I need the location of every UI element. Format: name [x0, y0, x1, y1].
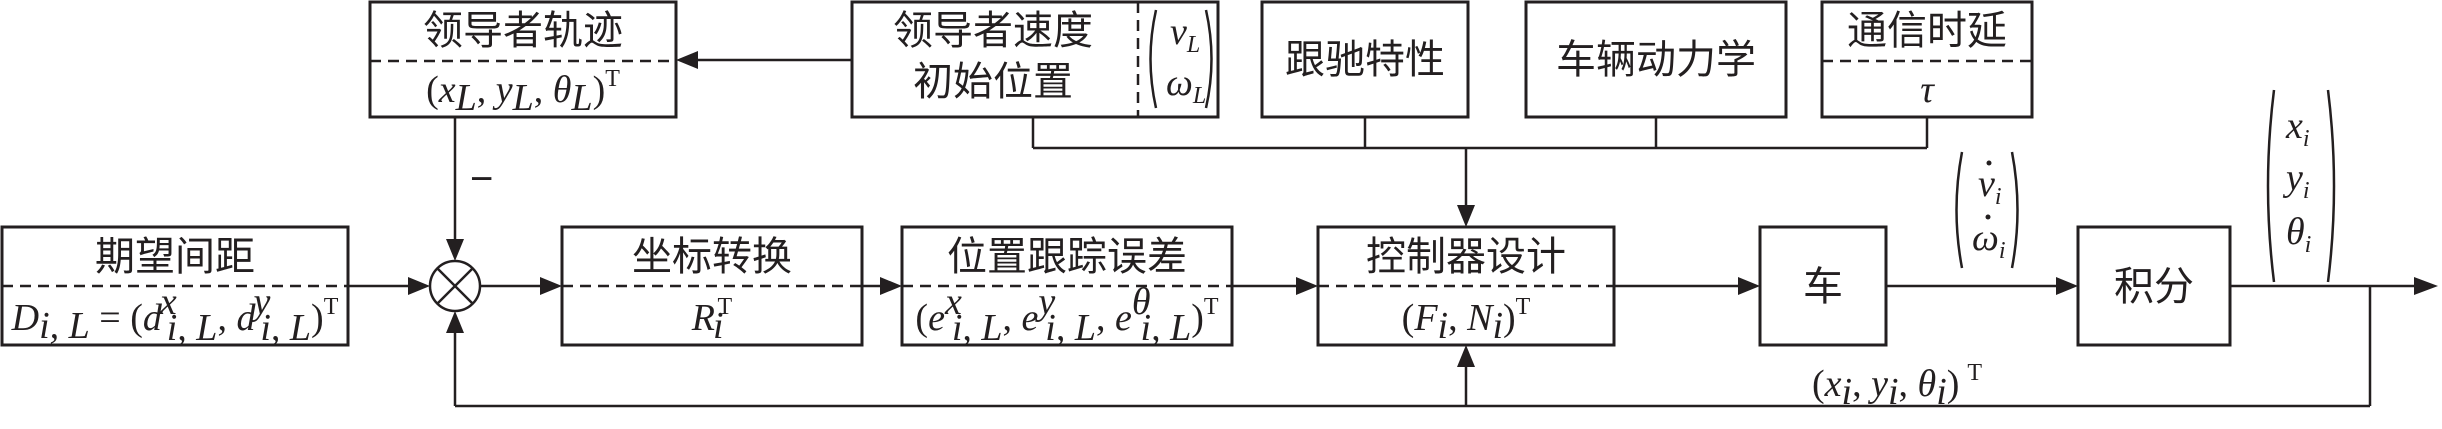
svg-text:ωi: ωi: [1972, 217, 2006, 264]
arrow-speed-to-trajectory: [676, 51, 852, 69]
leader-trajectory-formula: (xL, yL, θL)T: [426, 66, 620, 119]
delay-symbol: τ: [1920, 69, 1935, 111]
svg-text:xi: xi: [2285, 105, 2310, 152]
controller-design-block: 控制器设计 (Fi, Ni)T: [1316, 225, 1616, 347]
svg-text:vi: vi: [1978, 163, 2002, 210]
controller-design-title: 控制器设计: [1366, 234, 1566, 280]
rotation-matrix-formula: RiT: [691, 294, 733, 347]
position-tracking-error-title: 位置跟踪误差: [947, 234, 1187, 280]
leader-trajectory-title: 领导者轨迹: [423, 8, 623, 54]
vehicle-dynamics-label: 车辆动力学: [1556, 37, 1756, 83]
arrow-trajectory-to-junction: [446, 117, 464, 261]
vehicle-block: 车: [1758, 225, 1888, 347]
desired-spacing-title: 期望间距: [95, 234, 255, 280]
vehicle-label: 车: [1803, 264, 1843, 310]
state-vector: xi yi θi: [2266, 89, 2336, 283]
leader-speed-label: 领导者速度: [893, 8, 1093, 54]
leader-velocity-symbol: vL: [1170, 11, 1200, 58]
vehicle-dynamics-block: 车辆动力学: [1524, 0, 1788, 119]
communication-delay-block: 通信时延 τ: [1820, 0, 2034, 119]
arrow-junction-to-transform: [480, 277, 562, 295]
car-following-label: 跟驰特性: [1285, 37, 1445, 83]
parameter-bus: [1031, 117, 1929, 227]
arrow-error-to-controller: [1232, 277, 1318, 295]
arrow-controller-to-vehicle: [1614, 277, 1760, 295]
feedback-loop: [446, 286, 2372, 408]
integrator-label: 积分: [2114, 264, 2194, 310]
leader-speed-block: 领导者速度 初始位置 vL ωL: [850, 0, 1220, 119]
communication-delay-label: 通信时延: [1847, 8, 2007, 54]
leader-trajectory-block: 领导者轨迹 (xL, yL, θL)T: [368, 0, 678, 119]
coordinate-transform-title: 坐标转换: [632, 234, 792, 280]
svg-text:yi: yi: [2282, 157, 2310, 204]
coordinate-transform-block: 坐标转换 RiT: [560, 225, 864, 347]
integrator-block: 积分: [2076, 225, 2232, 347]
arrow-output: [2230, 277, 2438, 295]
arrow-spacing-to-junction: [348, 277, 430, 295]
feedback-state-label: (xi, yi, θi)T: [1812, 360, 1982, 413]
minus-sign: −: [470, 157, 493, 201]
initial-position-label: 初始位置: [913, 59, 1073, 105]
control-input-formula: (Fi, Ni)T: [1402, 294, 1531, 347]
leader-angular-velocity-symbol: ωL: [1166, 62, 1206, 109]
arrow-transform-to-error: [862, 277, 902, 295]
velocity-derivative-vector: vi ωi: [1955, 151, 2019, 269]
summing-junction: [428, 259, 482, 313]
svg-text:θi: θi: [2286, 211, 2311, 258]
car-following-block: 跟驰特性: [1260, 0, 1470, 119]
arrow-vehicle-to-integrator: [1886, 277, 2078, 295]
